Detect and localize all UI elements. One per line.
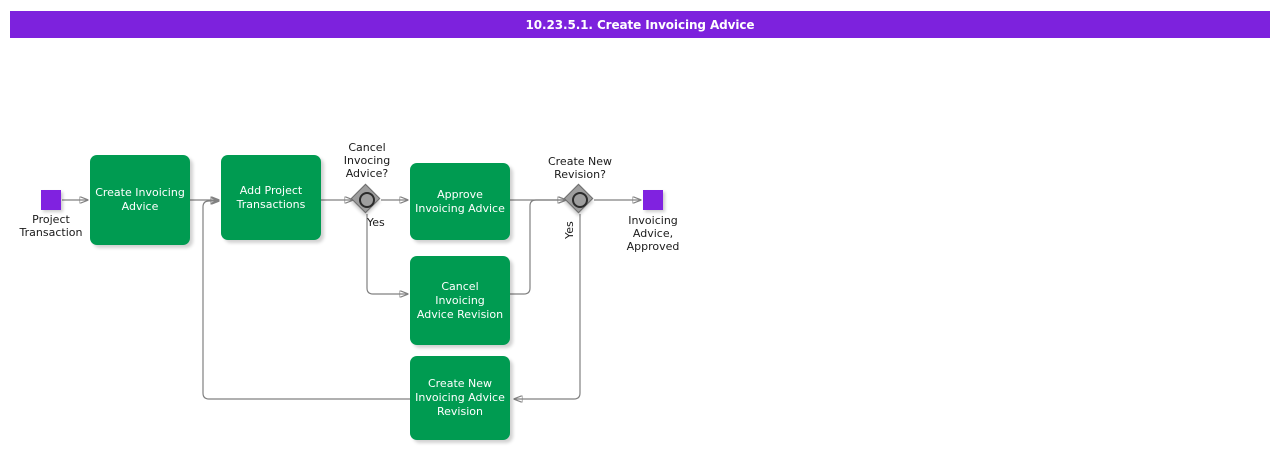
start-event-project-transaction[interactable] [41, 190, 61, 210]
task-create-new-invoicing-advice-revision-label: Create New Invoicing Advice Revision [415, 377, 505, 418]
task-approve-invoicing-advice-label: Approve Invoicing Advice [415, 187, 505, 215]
gateway-create-new-revision-yes-label: Yes [563, 221, 576, 239]
gateway-cancel-invoicing-advice-yes-label: Yes [367, 216, 385, 229]
gateway-create-new-revision-title: Create New Revision? [547, 155, 613, 181]
gateway-event-circle-icon [359, 192, 375, 208]
end-event-invoicing-advice-approved[interactable] [643, 190, 663, 210]
gateway-cancel-invoicing-advice-title: Cancel Invocing Advice? [343, 141, 391, 180]
task-add-project-transactions-label: Add Project Transactions [236, 183, 306, 211]
gateway-cancel-invoicing-advice[interactable] [350, 183, 382, 215]
edge-cancel-to-gw2 [510, 200, 566, 295]
task-add-project-transactions[interactable]: Add Project Transactions [221, 155, 321, 240]
gateway-event-circle-icon [572, 192, 588, 208]
start-event-label: Project Transaction [19, 213, 83, 239]
gateway-create-new-revision[interactable] [563, 183, 595, 215]
task-cancel-invoicing-advice-revision-label: Cancel Invoicing Advice Revision [416, 279, 504, 321]
task-create-new-invoicing-advice-revision[interactable]: Create New Invoicing Advice Revision [410, 356, 510, 440]
page-title: 10.23.5.1. Create Invoicing Advice [525, 17, 755, 32]
task-create-invoicing-advice[interactable]: Create Invoicing Advice [90, 155, 190, 245]
edge-gw2-yes-to-create-new [514, 214, 581, 399]
task-cancel-invoicing-advice-revision[interactable]: Cancel Invoicing Advice Revision [410, 256, 510, 345]
task-approve-invoicing-advice[interactable]: Approve Invoicing Advice [410, 163, 510, 240]
end-event-label: Invoicing Advice, Approved [626, 214, 680, 253]
page-title-bar: 10.23.5.1. Create Invoicing Advice [10, 11, 1270, 38]
task-create-invoicing-advice-label: Create Invoicing Advice [95, 186, 185, 213]
